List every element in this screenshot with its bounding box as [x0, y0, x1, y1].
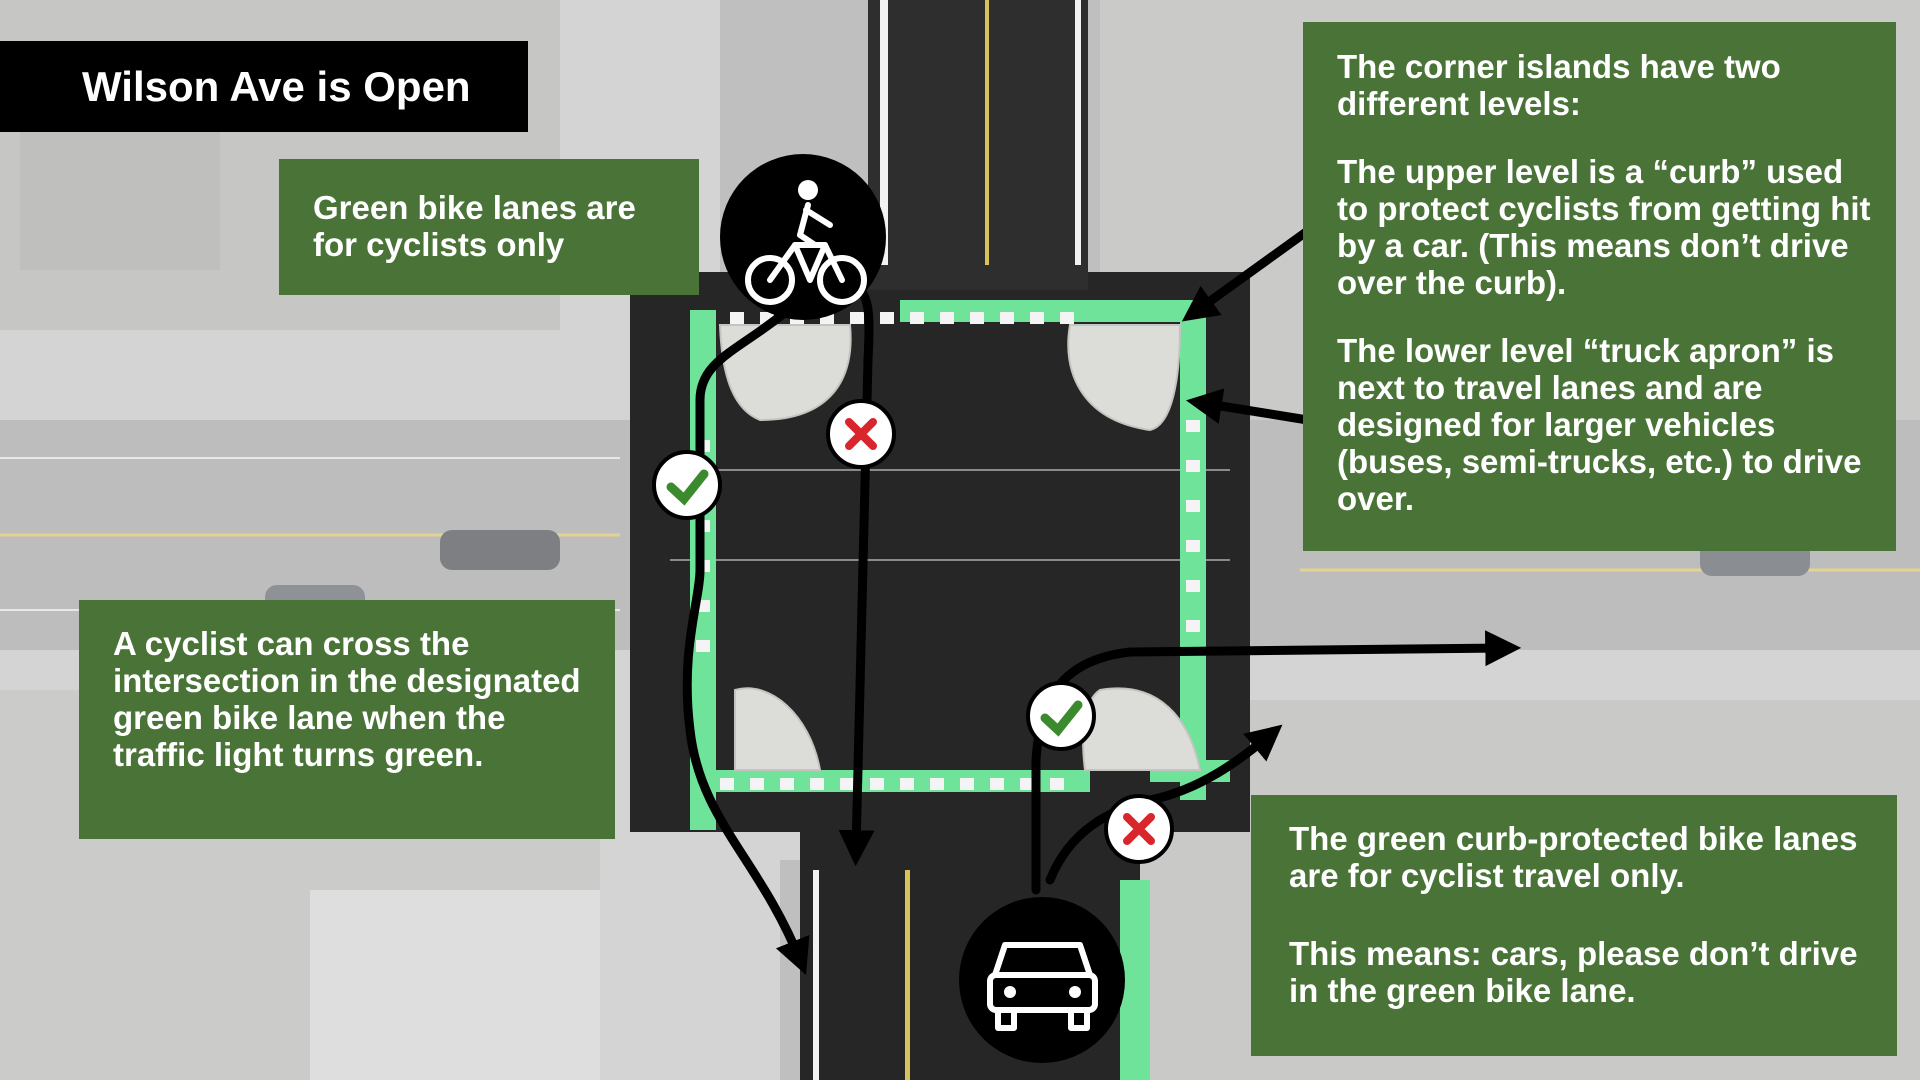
callout-text: The upper level is a “curb” used to prot… [1337, 153, 1871, 301]
callout-text: The lower level “truck apron” is next to… [1337, 332, 1862, 517]
callout-text: Green bike lanes are for cyclists only [313, 189, 636, 263]
corner-islands [718, 324, 1202, 771]
callout-text: A cyclist can cross the intersection in … [113, 625, 581, 773]
truck-apron-pointer [1186, 388, 1325, 427]
car-front-icon [959, 897, 1125, 1063]
callout-corner-islands: The corner islands have two different le… [1303, 22, 1896, 551]
upper-curb-pointer [1181, 217, 1325, 322]
checkmark-icon [652, 450, 722, 520]
callout-curb-protected-lanes: The green curb-protected bike lanes are … [1251, 795, 1897, 1056]
page-title: Wilson Ave is Open [0, 41, 528, 132]
callout-text: The corner islands have two different le… [1337, 48, 1781, 122]
callout-green-bike-lanes: Green bike lanes are for cyclists only [279, 159, 699, 295]
checkmark-icon [1026, 681, 1096, 751]
callout-cyclist-crossing: A cyclist can cross the intersection in … [79, 600, 615, 839]
x-icon [826, 399, 896, 469]
cyclist-correct-path [682, 305, 810, 976]
bicycle-rider-icon [720, 154, 886, 320]
callout-text: The green curb-protected bike lanes are … [1289, 820, 1858, 894]
callout-text: This means: cars, please don’t drive in … [1289, 935, 1858, 1009]
x-icon [1104, 794, 1174, 864]
